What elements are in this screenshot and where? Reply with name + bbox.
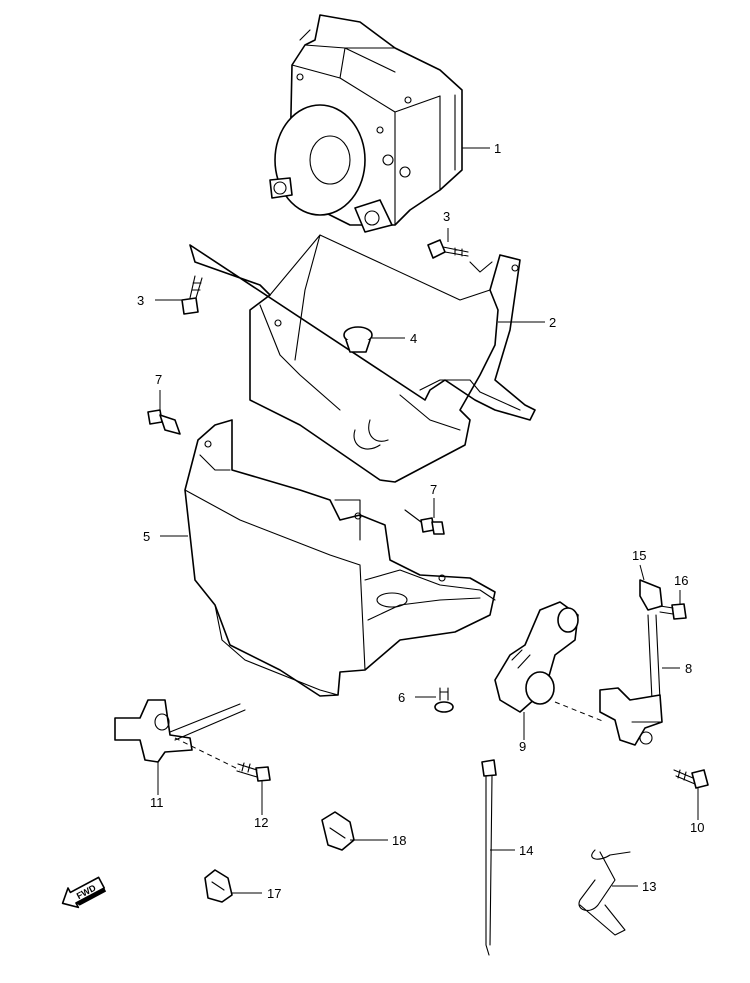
callout-9: 9 — [519, 739, 526, 754]
callout-4: 4 — [410, 331, 417, 346]
clamp-18 — [321, 811, 355, 851]
abs-hydraulic-unit — [269, 14, 463, 233]
grommet-4 — [343, 326, 373, 353]
callout-11: 11 — [150, 795, 164, 810]
callout-3-upper: 3 — [443, 209, 450, 224]
wire-clip-13 — [578, 849, 631, 936]
screw-6 — [434, 687, 454, 713]
callout-18: 18 — [392, 833, 406, 848]
forward-direction-arrow: FWD — [61, 876, 107, 909]
plate-15 — [639, 579, 663, 611]
clamp-17 — [204, 869, 233, 903]
callout-13: 13 — [642, 879, 656, 894]
wheel-speed-sensor-8 — [599, 614, 663, 746]
clip-7-upper — [147, 409, 181, 435]
bolt-3-upper — [427, 239, 469, 259]
bolt-10 — [673, 769, 709, 789]
callout-7-upper: 7 — [155, 372, 162, 387]
housing-cover — [184, 419, 496, 697]
bolt-3-left — [181, 275, 203, 315]
clip-7-lower — [404, 509, 445, 535]
bolt-12 — [236, 762, 271, 782]
callout-15: 15 — [632, 548, 646, 563]
callout-14: 14 — [519, 843, 533, 858]
callout-5: 5 — [143, 529, 150, 544]
sensor-bracket-9 — [494, 601, 579, 713]
callout-3-left: 3 — [137, 293, 144, 308]
wheel-speed-sensor-11 — [114, 699, 246, 763]
callout-1: 1 — [494, 141, 501, 156]
leader-lines — [155, 147, 699, 894]
callout-8: 8 — [685, 661, 692, 676]
bracket — [189, 234, 536, 483]
callout-7-lower: 7 — [430, 482, 437, 497]
callout-2: 2 — [549, 315, 556, 330]
callout-16: 16 — [674, 573, 688, 588]
callout-6: 6 — [398, 690, 405, 705]
callout-10: 10 — [690, 820, 704, 835]
callout-17: 17 — [267, 886, 281, 901]
callout-12: 12 — [254, 815, 268, 830]
cable-tie-14 — [481, 759, 497, 956]
bolt-16 — [659, 603, 687, 620]
